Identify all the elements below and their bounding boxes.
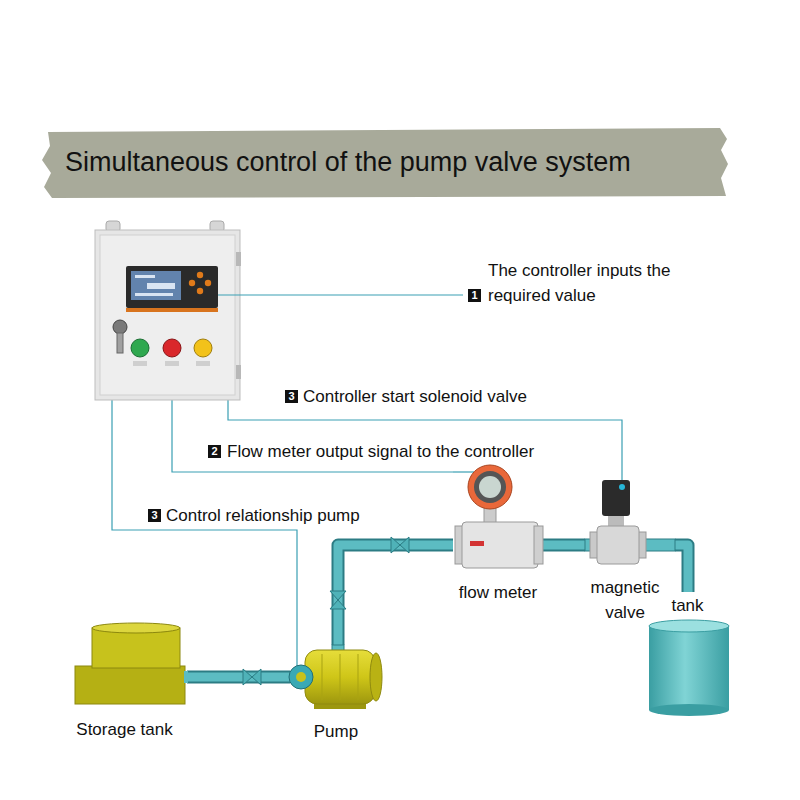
display-panel xyxy=(126,266,218,308)
motor-fin xyxy=(322,654,323,700)
flange xyxy=(534,526,543,564)
hand-valve xyxy=(243,669,261,685)
hinge xyxy=(236,365,241,379)
motor-end-cap xyxy=(370,653,382,701)
tank-rim xyxy=(649,620,729,632)
edge-label: Flow meter output signal to the controll… xyxy=(227,442,534,462)
callout-text: The controller inputs the required value xyxy=(488,258,728,308)
device-label: Pump xyxy=(290,722,382,742)
lcd-segment xyxy=(135,293,173,296)
device-label: flow meter xyxy=(453,583,543,603)
receiving-tank: tank xyxy=(645,592,730,716)
valve-wing xyxy=(252,669,261,685)
pipe-outline xyxy=(338,545,453,645)
pump-head-hub xyxy=(296,672,306,682)
storage-tank-base xyxy=(75,666,185,704)
keypad-button xyxy=(197,288,203,294)
hand-valve xyxy=(391,537,409,553)
red-button xyxy=(163,339,181,357)
hinge xyxy=(236,252,241,266)
pipe-connector xyxy=(543,545,585,546)
yellow-button xyxy=(194,339,212,357)
wire-path xyxy=(172,400,453,472)
title-band xyxy=(42,128,728,198)
pump: Pump xyxy=(290,645,382,744)
edge-label: Control relationship pump xyxy=(166,506,360,526)
valve-terminal xyxy=(619,484,625,490)
button-plate xyxy=(165,361,179,366)
valve-body xyxy=(597,526,639,564)
pipe-connector xyxy=(187,677,290,678)
pipe-outline xyxy=(543,539,585,552)
green-button xyxy=(131,339,149,357)
brand-mark xyxy=(470,541,484,546)
flow-meter-display xyxy=(479,476,501,498)
valve-coil xyxy=(602,480,630,516)
pipe-connector xyxy=(675,545,688,592)
pump-motor xyxy=(305,650,375,704)
motor-fin xyxy=(358,654,359,700)
pipe-outline xyxy=(675,545,688,592)
wire-path xyxy=(228,400,622,475)
callout-number: 1 xyxy=(468,289,481,302)
keypad-button xyxy=(197,272,203,278)
callout-number: 2 xyxy=(208,445,221,458)
device-label: Storage tank xyxy=(62,720,187,740)
flow-meter-head xyxy=(468,465,512,509)
cabinet-body xyxy=(95,230,240,400)
magnetic-valve: magnetic valve xyxy=(585,475,675,627)
flow-meter-body xyxy=(462,522,538,568)
cabinet-door xyxy=(100,235,235,395)
hand-valve xyxy=(330,591,346,609)
signal-wire xyxy=(172,400,453,472)
tank-bottom xyxy=(649,704,729,716)
storage-tank-top xyxy=(92,623,180,633)
callout-number: 3 xyxy=(285,390,298,403)
keypad-button xyxy=(189,280,195,286)
valve-wing xyxy=(400,537,409,553)
callout-number: 3 xyxy=(148,509,161,522)
tank-body xyxy=(649,626,729,710)
flow-meter: flow meter xyxy=(453,465,543,605)
button-plate xyxy=(196,361,210,366)
pipe-connector xyxy=(338,545,453,645)
lcd-segment xyxy=(147,283,175,289)
signal-wire-stub xyxy=(296,645,297,666)
lcd-segment xyxy=(135,275,155,278)
signal-wire-stub xyxy=(453,471,474,472)
key-shaft xyxy=(117,333,123,353)
valve-wing xyxy=(391,537,400,553)
pipe-fill xyxy=(675,545,688,592)
valve-wing xyxy=(330,591,346,600)
button-plate xyxy=(133,361,147,366)
device-label: tank xyxy=(645,596,730,616)
pipe-stub xyxy=(184,671,188,683)
pump-head xyxy=(289,665,313,689)
diagram-title: Simultaneous control of the pump valve s… xyxy=(65,145,631,179)
leader-line xyxy=(218,294,463,295)
motor-fin xyxy=(340,654,341,700)
controller-cabinet: The controller inputs the required value xyxy=(95,230,240,400)
valve-wing xyxy=(330,600,346,609)
storage-tank-body xyxy=(92,628,180,668)
pipe-stub xyxy=(643,539,675,551)
display-strip xyxy=(126,308,218,312)
edge-label: Controller start solenoid valve xyxy=(303,387,527,407)
flow-meter-bezel xyxy=(474,471,506,503)
pipe-fill xyxy=(543,541,585,550)
pipe-fill xyxy=(338,545,453,645)
pipe-outline xyxy=(187,671,290,684)
storage-tank: Storage tank xyxy=(62,625,187,743)
keypad-button xyxy=(205,280,211,286)
valve-wing xyxy=(243,669,252,685)
valve-neck xyxy=(608,516,624,527)
device-label: magnetic valve xyxy=(585,575,665,625)
lcd-screen xyxy=(131,271,181,300)
signal-wire xyxy=(228,400,622,475)
pipe-fill xyxy=(187,673,290,682)
key-lock xyxy=(113,320,127,334)
